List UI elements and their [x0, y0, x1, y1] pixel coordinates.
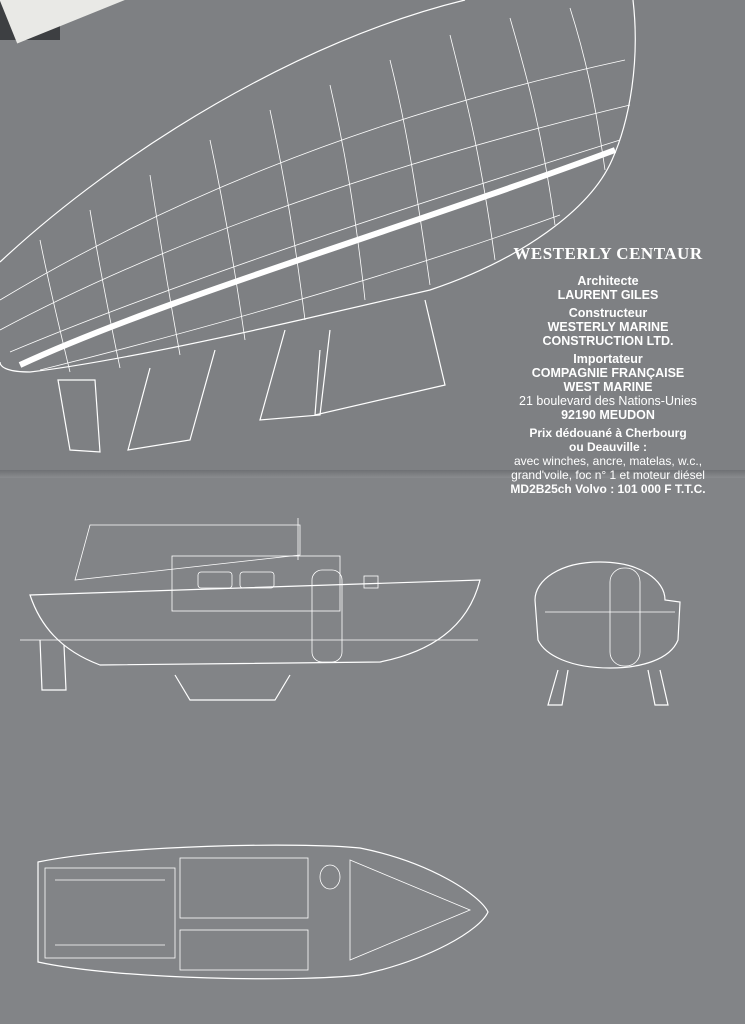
side-porthole — [363, 575, 379, 589]
section-8 — [449, 34, 496, 261]
section-3 — [149, 174, 181, 356]
side-window-2 — [239, 571, 275, 589]
price-line5: MD2B25ch Volvo : 101 000 F T.T.C. — [510, 482, 706, 496]
section-9 — [509, 17, 556, 226]
port-keel-drawing — [127, 349, 216, 451]
cross-section-keel-starboard — [647, 669, 669, 706]
specification-block: WESTERLY CENTAUR Architecte LAURENT GILE… — [483, 244, 733, 496]
price-line1: Prix dédouané à Cherbourg — [529, 426, 687, 440]
price-line2: ou Deauville : — [568, 440, 648, 454]
rudder-drawing — [57, 379, 101, 453]
side-rudder — [39, 639, 67, 691]
page-fold — [0, 470, 745, 478]
boat-model-title: WESTERLY CENTAUR — [513, 244, 703, 263]
waterline-2 — [0, 104, 631, 331]
builder-name-line1: WESTERLY MARINE — [547, 320, 669, 334]
boot-stripe — [18, 147, 617, 368]
plan-view-hull — [37, 844, 489, 980]
builder-block: Constructeur WESTERLY MARINE CONSTRUCTIO… — [483, 306, 733, 348]
keel-section-drawing — [259, 329, 331, 421]
section-5 — [269, 109, 306, 321]
builder-role: Constructeur — [568, 306, 648, 320]
section-6 — [329, 84, 366, 301]
price-line3: avec winches, ancre, matelas, w.c., — [513, 454, 703, 468]
plan-cockpit — [44, 867, 176, 959]
section-7 — [389, 59, 431, 286]
plan-saloon-berth — [179, 857, 309, 919]
importer-line3: 21 boulevard des Nations-Unies — [519, 394, 697, 408]
starboard-keel-drawing — [314, 299, 446, 416]
hull-sheer-line — [0, 0, 466, 263]
side-profile-hull — [29, 579, 481, 666]
importer-line2: WEST MARINE — [563, 380, 653, 394]
cross-section-door — [609, 567, 641, 667]
builder-name-line2: CONSTRUCTION LTD. — [542, 334, 674, 348]
price-block: Prix dédouané à Cherbourg ou Deauville :… — [483, 426, 733, 496]
cross-section-keel-port — [547, 669, 569, 706]
hull-lines-drawing — [0, 0, 636, 453]
plan-head — [319, 864, 341, 890]
section-10 — [569, 7, 606, 171]
waterline-4 — [39, 214, 561, 371]
plan-forepeak — [349, 859, 472, 961]
bottom-page-panel — [0, 474, 745, 1024]
section-4 — [209, 139, 246, 341]
importer-block: Importateur COMPAGNIE FRANÇAISE WEST MAR… — [483, 352, 733, 422]
plan-galley — [179, 929, 309, 971]
side-keel — [174, 674, 291, 701]
price-line4: grand'voile, foc n° 1 et moteur diésel — [511, 468, 705, 482]
cross-section-hull — [534, 561, 681, 669]
importer-role: Importateur — [573, 352, 643, 366]
importer-line4: 92190 MEUDON — [561, 408, 655, 422]
side-profile-coachroof — [74, 524, 301, 581]
importer-line1: COMPAGNIE FRANÇAISE — [531, 366, 685, 380]
architect-block: Architecte LAURENT GILES — [483, 274, 733, 302]
side-profile-cabin — [171, 555, 341, 612]
section-1 — [39, 239, 71, 373]
waterline-1 — [0, 59, 626, 301]
side-companionway — [311, 569, 343, 663]
hull-bottom-outline — [0, 0, 636, 373]
section-2 — [89, 209, 121, 369]
architect-role: Architecte — [577, 274, 639, 288]
architect-name: LAURENT GILES — [557, 288, 659, 302]
waterline-3 — [9, 139, 621, 353]
side-window-1 — [197, 571, 233, 589]
